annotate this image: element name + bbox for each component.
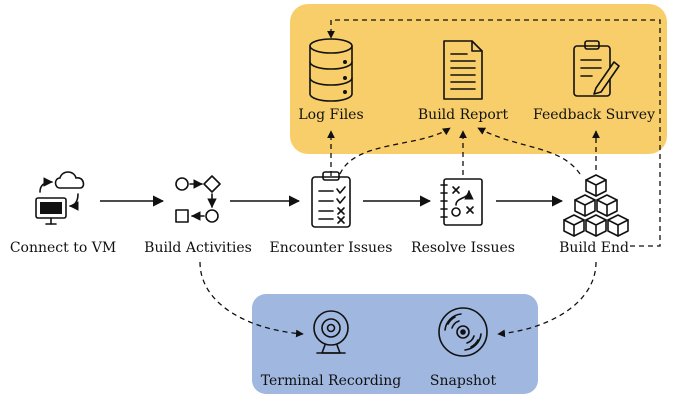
label-feedback-survey: Feedback Survey [533, 107, 655, 123]
arrow-end-to-report [477, 127, 581, 175]
disc-icon [438, 307, 488, 357]
webcam-icon [313, 310, 349, 354]
label-terminal-recording: Terminal Recording [260, 373, 402, 389]
strategy-board-icon [440, 178, 483, 226]
label-build-report: Build Report [417, 107, 509, 123]
clipboard-pen-icon [573, 40, 620, 97]
flowchart-icon [175, 175, 221, 223]
label-build-activities: Build Activities [144, 240, 252, 256]
label-encounter-issues: Encounter Issues [269, 240, 393, 256]
arrow-issues-to-report [339, 127, 451, 175]
label-build-end: Build End [559, 240, 629, 256]
arrow-activities-to-terminal [199, 261, 304, 338]
label-log-files: Log Files [298, 107, 364, 123]
arrow-end-to-snapshot [497, 261, 597, 338]
database-icon [309, 38, 353, 102]
recording-panel [252, 294, 538, 394]
label-connect-to-vm: Connect to VM [9, 240, 117, 256]
arrow-end-to-logfiles [327, 19, 661, 247]
label-snapshot: Snapshot [429, 373, 497, 389]
computer-cloud-sync-icon [35, 171, 85, 225]
checklist-clipboard-icon [311, 171, 351, 228]
stacked-cubes-icon [563, 174, 629, 237]
label-resolve-issues: Resolve Issues [411, 240, 515, 256]
document-icon [443, 40, 483, 100]
